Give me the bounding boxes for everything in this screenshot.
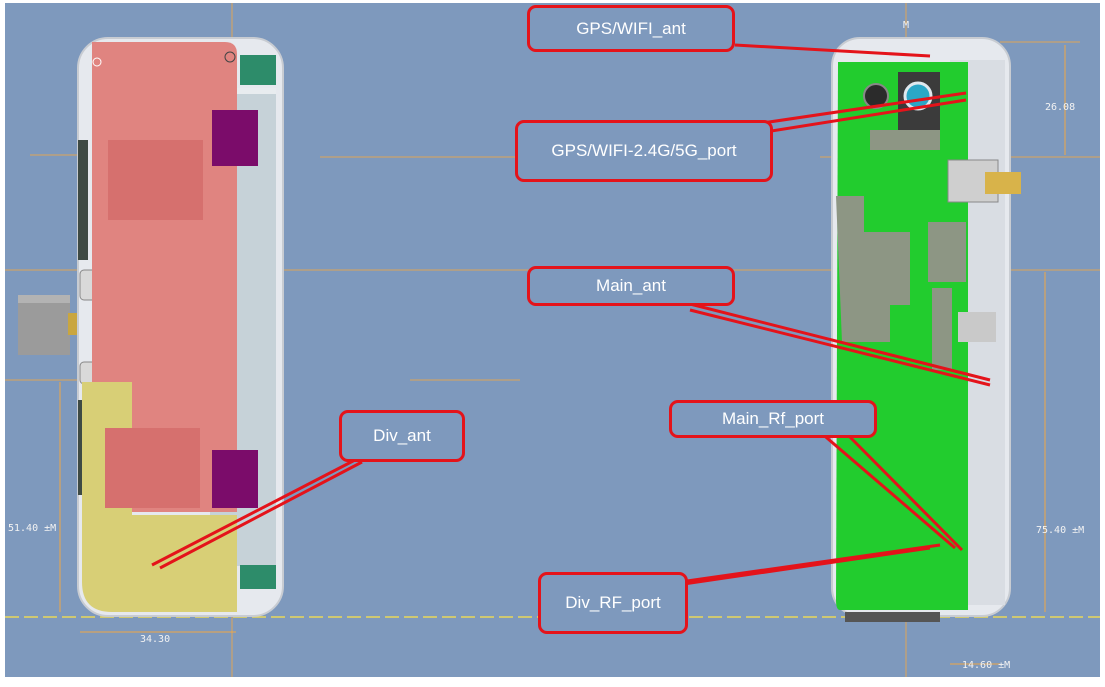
- usb-connector: [18, 295, 70, 355]
- dim-left-width: 34.30: [140, 634, 170, 645]
- dim-top-right: 26.08: [1045, 102, 1075, 113]
- callout-gps-wifi-port: GPS/WIFI-2.4G/5G_port: [515, 120, 773, 182]
- top-marker: M: [903, 20, 909, 31]
- shield-can: [836, 196, 910, 342]
- callout-gps-wifi-ant: GPS/WIFI_ant: [527, 5, 735, 52]
- left-device: [18, 37, 284, 617]
- dim-left-height: 51.40 ±M: [8, 523, 56, 534]
- dimension-lines: [59, 45, 1066, 665]
- dim-bottom-right: 14.60 ±M: [962, 660, 1010, 671]
- callout-main-rf-port: Main_Rf_port: [669, 400, 877, 438]
- dim-right-height: 75.40 ±M: [1036, 525, 1084, 536]
- purple-pad-bottom: [212, 450, 258, 508]
- purple-pad-top: [212, 110, 258, 166]
- callout-div-ant: Div_ant: [339, 410, 465, 462]
- right-device: M: [831, 20, 1021, 622]
- callout-div-rf-port: Div_RF_port: [538, 572, 688, 634]
- callout-main-ant: Main_ant: [527, 266, 735, 306]
